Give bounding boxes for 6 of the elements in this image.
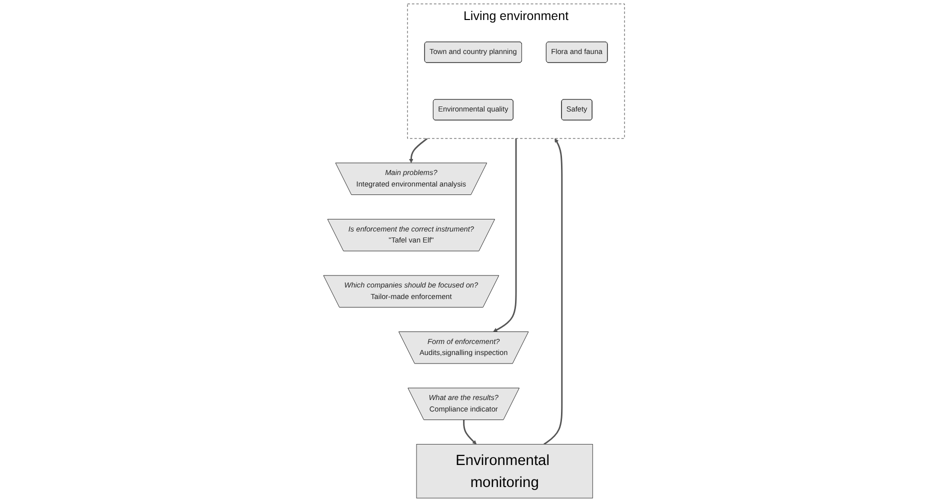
arrow	[463, 420, 477, 444]
arrow	[409, 138, 428, 164]
arrow	[493, 138, 517, 332]
node-box	[416, 444, 593, 498]
cluster	[407, 4, 625, 139]
arrow	[544, 138, 563, 445]
